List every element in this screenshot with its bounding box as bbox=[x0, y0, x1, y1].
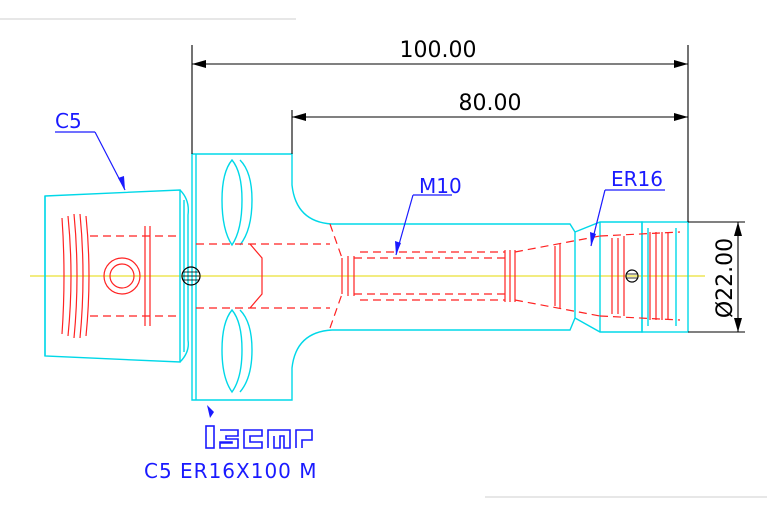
part-caption: C5 ER16X100 M bbox=[144, 459, 318, 483]
iscar-logo bbox=[205, 405, 313, 449]
datum-circles bbox=[181, 266, 639, 286]
dimension-100-label: 100.00 bbox=[400, 38, 477, 63]
callout-m10-label: M10 bbox=[419, 174, 462, 198]
flange-body bbox=[191, 153, 576, 401]
callout-c5 bbox=[55, 131, 126, 191]
callout-er16 bbox=[590, 189, 665, 247]
callout-er16-label: ER16 bbox=[611, 167, 663, 191]
dimension-80-label: 80.00 bbox=[459, 91, 522, 116]
dimension-diameter bbox=[688, 221, 745, 333]
hidden-features bbox=[61, 213, 681, 339]
callout-m10 bbox=[395, 194, 452, 256]
collet-nut bbox=[574, 221, 689, 333]
dimension-100 bbox=[191, 45, 689, 222]
callout-c5-label: C5 bbox=[55, 109, 82, 133]
dimension-80 bbox=[291, 110, 688, 154]
dimension-diameter-label: Ø22.00 bbox=[713, 238, 738, 318]
